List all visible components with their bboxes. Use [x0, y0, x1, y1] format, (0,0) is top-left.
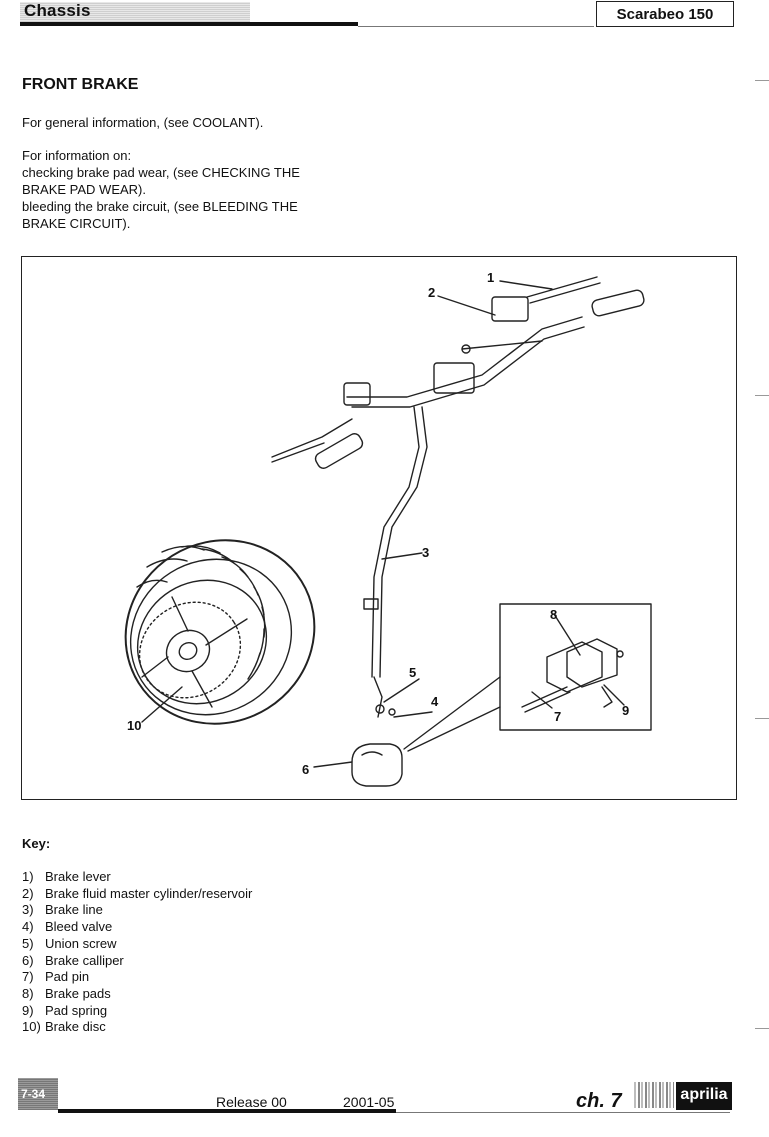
key-number: 2)	[22, 885, 34, 901]
key-label: Brake lever	[45, 869, 111, 884]
callout-8: 8	[550, 607, 558, 622]
callout-10: 10	[127, 718, 142, 733]
pads-inset-illustration	[403, 603, 652, 752]
info-line: checking brake pad wear, (see CHECKING T…	[22, 165, 300, 180]
key-title: Key:	[22, 836, 51, 851]
key-label: Brake disc	[45, 1019, 106, 1035]
key-label: Pad spring	[45, 1002, 108, 1018]
key-item: 2) Brake fluid master cylinder/reservoir	[22, 886, 252, 903]
key-number: 8)	[22, 985, 34, 1001]
key-number: 6)	[22, 952, 34, 968]
header-divider	[358, 26, 594, 27]
brand-logo	[676, 1082, 732, 1110]
footer-divider	[396, 1112, 730, 1113]
callout-9: 9	[622, 703, 630, 718]
chapter-label: ch. 7	[576, 1090, 622, 1112]
edge-mark	[755, 1028, 769, 1029]
key-number: 10)	[22, 1019, 41, 1035]
key-item: 8) Brake pads	[22, 986, 252, 1003]
diagram-drawing	[124, 276, 652, 787]
callout-5: 5	[409, 665, 417, 680]
brake-calliper-illustration	[351, 743, 403, 787]
stripe-decoration	[634, 1082, 674, 1108]
release-date: 2001-05	[343, 1094, 395, 1110]
key-number: 3)	[22, 902, 34, 918]
info-line: BRAKE CIRCUIT).	[22, 216, 131, 231]
callout-6: 6	[302, 762, 310, 777]
handlebar-illustration	[271, 276, 645, 678]
model-name: Scarabeo 150	[616, 6, 714, 23]
section-title: Chassis	[24, 1, 91, 20]
key-label: Brake calliper	[45, 952, 124, 968]
page-number: 7-34	[21, 1087, 46, 1101]
page-number-tab	[18, 1078, 58, 1110]
key-item: 10)Brake disc	[22, 1019, 252, 1036]
key-number: 1)	[22, 869, 34, 884]
key-item: 7) Pad pin	[22, 969, 252, 986]
key-item: 6) Brake calliper	[22, 953, 252, 970]
key-number: 7)	[22, 969, 34, 985]
key-number: 5)	[22, 935, 34, 951]
callout-4: 4	[431, 694, 439, 709]
callout-1: 1	[487, 270, 495, 285]
page-title: FRONT BRAKE	[22, 76, 139, 93]
info-heading: For information on:	[22, 148, 132, 163]
key-label: Union screw	[45, 935, 117, 951]
release-label: Release 00	[216, 1094, 287, 1110]
key-label: Bleed valve	[45, 919, 113, 935]
edge-mark	[755, 395, 769, 396]
info-line: BRAKE PAD WEAR).	[22, 182, 147, 197]
key-number: 4)	[22, 919, 34, 935]
callout-3: 3	[422, 545, 430, 560]
key-label: Brake fluid master cylinder/reservoir	[45, 885, 253, 901]
section-tab	[20, 2, 250, 22]
info-paragraph: For information on: checking brake pad w…	[22, 147, 352, 232]
key-item: 1) Brake lever	[22, 869, 252, 886]
footer-rule	[58, 1109, 396, 1113]
key-item: 4) Bleed valve	[22, 919, 252, 936]
intro-text: For general information, (see COOLANT).	[22, 115, 264, 130]
key-label: Pad pin	[45, 969, 90, 985]
key-item: 5) Union screw	[22, 936, 252, 953]
key-item: 3) Brake line	[22, 902, 252, 919]
key-label: Brake line	[45, 902, 103, 918]
callout-7: 7	[554, 709, 562, 724]
key-number: 9)	[22, 1002, 34, 1018]
callout-2: 2	[428, 285, 436, 300]
edge-mark	[755, 80, 769, 81]
key-label: Brake pads	[45, 985, 111, 1001]
brake-line-illustration	[363, 598, 396, 718]
front-wheel-illustration	[124, 539, 316, 725]
key-item: 9) Pad spring	[22, 1003, 252, 1020]
edge-mark	[755, 718, 769, 719]
key-list: 1) Brake lever 2) Brake fluid master cylin…	[22, 869, 252, 1036]
header-rule	[20, 22, 358, 26]
model-box	[596, 1, 734, 27]
info-line: bleeding the brake circuit, (see BLEEDIN…	[22, 199, 298, 214]
front-brake-diagram: 1 2 3 4 5 6 7 8 9 10	[21, 256, 737, 800]
brand-name: aprilia	[680, 1086, 728, 1103]
